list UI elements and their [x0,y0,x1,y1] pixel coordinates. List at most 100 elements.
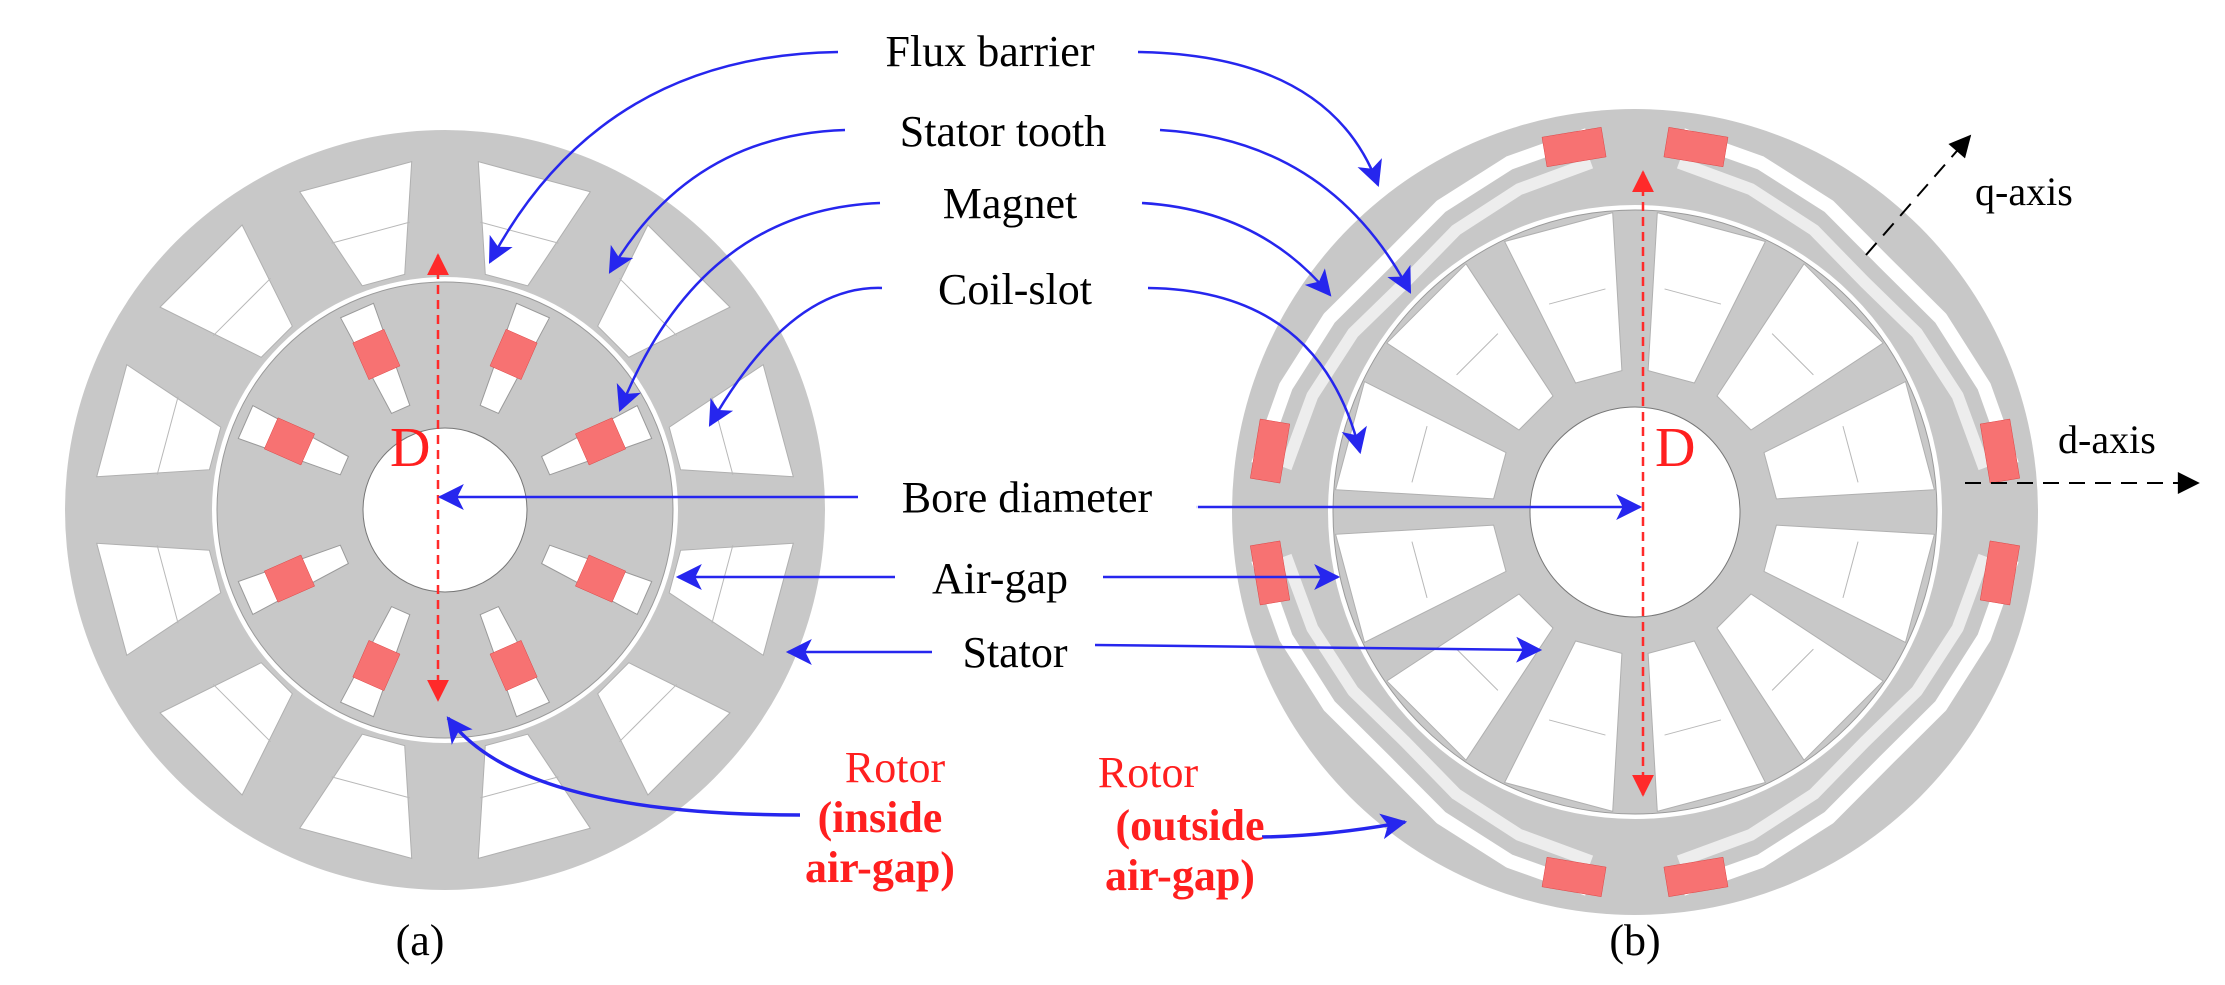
magnet-a [352,328,401,380]
coil-slot-a [298,733,413,859]
rotor-b-magnets [1250,127,2020,897]
magnet-a [263,554,315,603]
shaft-bore-a [362,427,528,593]
diameter-label-a: D [390,417,430,479]
magnet-a [575,554,627,603]
arrow-stator-tooth-b [1159,128,1412,294]
arrow-flux-barrier-a [488,50,839,264]
coil-divider-b [1411,425,1428,483]
d-axis-label: d-axis [2058,417,2156,462]
coil-divider-b [1548,288,1606,305]
coil-slot-b [1334,524,1507,644]
air-gap-label-bg [900,558,1100,600]
coil-slot-a [159,224,293,358]
stator-tooth-label: Stator tooth [900,107,1107,156]
coil-divider-b [1664,719,1722,736]
q-axis-label: q-axis [1975,169,2073,214]
coil-slot-b [1503,640,1623,813]
flux-barrier-b [1280,553,1594,867]
rotor-b-line2: (outside [1115,801,1264,850]
coil-divider-b [1842,425,1859,483]
stator-a-coil-slots [96,161,794,859]
coil-divider-b [1771,648,1814,691]
magnet-a [575,417,627,466]
coil-divider-b [1548,719,1606,736]
magnet-a [489,640,538,692]
coil-slot-b [1386,593,1554,761]
stator-label: Stator [962,628,1067,677]
coil-slot-b [1716,263,1884,431]
coil-slot-a [159,662,293,796]
coil-slot-b [1647,211,1767,384]
arrow-stator-b [1094,636,1543,663]
magnet-a [352,640,401,692]
flux-barrier-b [1676,553,1990,867]
rotor-b-line1: Rotor [1098,748,1199,797]
bore-diameter-label-bg [858,477,1198,521]
arrow-rotor-a [446,716,801,817]
rotor-b-line3: air-gap) [1105,851,1255,900]
magnet-b [1979,540,2020,606]
bore-diameter-label: Bore diameter [902,473,1153,522]
flux-barrier-b [1680,557,2019,896]
coil-slot-b [1503,211,1623,384]
coil-divider-b [1456,648,1499,691]
magnet-b [1663,127,1729,168]
rotor-b-flux-barriers [1251,128,2019,896]
magnet-b [1541,127,1607,168]
flux-barrier-b [1680,128,2019,467]
rotor-a-line3: air-gap) [805,843,955,892]
arrow-rotor-b [1261,813,1408,840]
coil-slot-a [96,363,222,478]
coil-divider-b [1456,333,1499,376]
coil-divider-a [331,776,410,799]
rotor-a-line2: (inside [818,793,943,842]
coil-divider-a [480,776,559,799]
coil-slot-b [1647,640,1767,813]
magnet-b [1663,856,1729,897]
shaft-bore-b [1529,406,1741,618]
coil-slot-a [96,542,222,657]
flux-barrier-b [1251,557,1590,896]
caption-a: (a) [396,916,445,965]
coil-divider-b [1664,288,1722,305]
flux-barrier-label: Flux barrier [886,27,1095,76]
arrow-stator-tooth-a [608,128,846,274]
stator-b-coil-slots [1334,211,1936,813]
coil-divider-a [711,545,734,624]
machine-b-outer-rotor [1232,109,2038,915]
coil-divider-a [619,684,678,743]
stator-label-bg [935,632,1095,674]
arrow-coil-slot-a [708,286,883,427]
q-axis-line [1865,134,1972,256]
diameter-label-b: D [1655,417,1695,479]
magnet-b [1979,418,2020,484]
arrow-coil-slot-b [1147,286,1367,455]
coil-slot-b [1386,263,1554,431]
coil-divider-a [212,684,271,743]
coil-slot-b [1716,593,1884,761]
coil-divider-a [156,545,179,624]
coil-slot-b [1334,380,1507,500]
coil-slot-a [597,662,731,796]
coil-divider-a [480,221,559,244]
arrow-flux-barrier-b [1137,50,1382,188]
air-gap-label: Air-gap [932,554,1068,603]
flux-barrier-b [1676,157,1990,471]
annotation-arrows [437,50,1643,840]
coil-slot-a [298,161,413,287]
coil-divider-a [156,396,179,475]
magnet-b [1250,540,1291,606]
magnet-label: Magnet [943,179,1077,228]
magnet-a [489,328,538,380]
magnet-b [1541,856,1607,897]
coil-slot-b [1763,524,1936,644]
coil-slot-b [1763,380,1936,500]
rotor-a-magnets [263,328,627,692]
magnet-a [263,417,315,466]
coil-divider-b [1842,541,1859,599]
coil-slot-label: Coil-slot [938,265,1092,314]
arrow-magnet-a [616,201,881,413]
machine-a-inner-rotor [65,130,825,890]
